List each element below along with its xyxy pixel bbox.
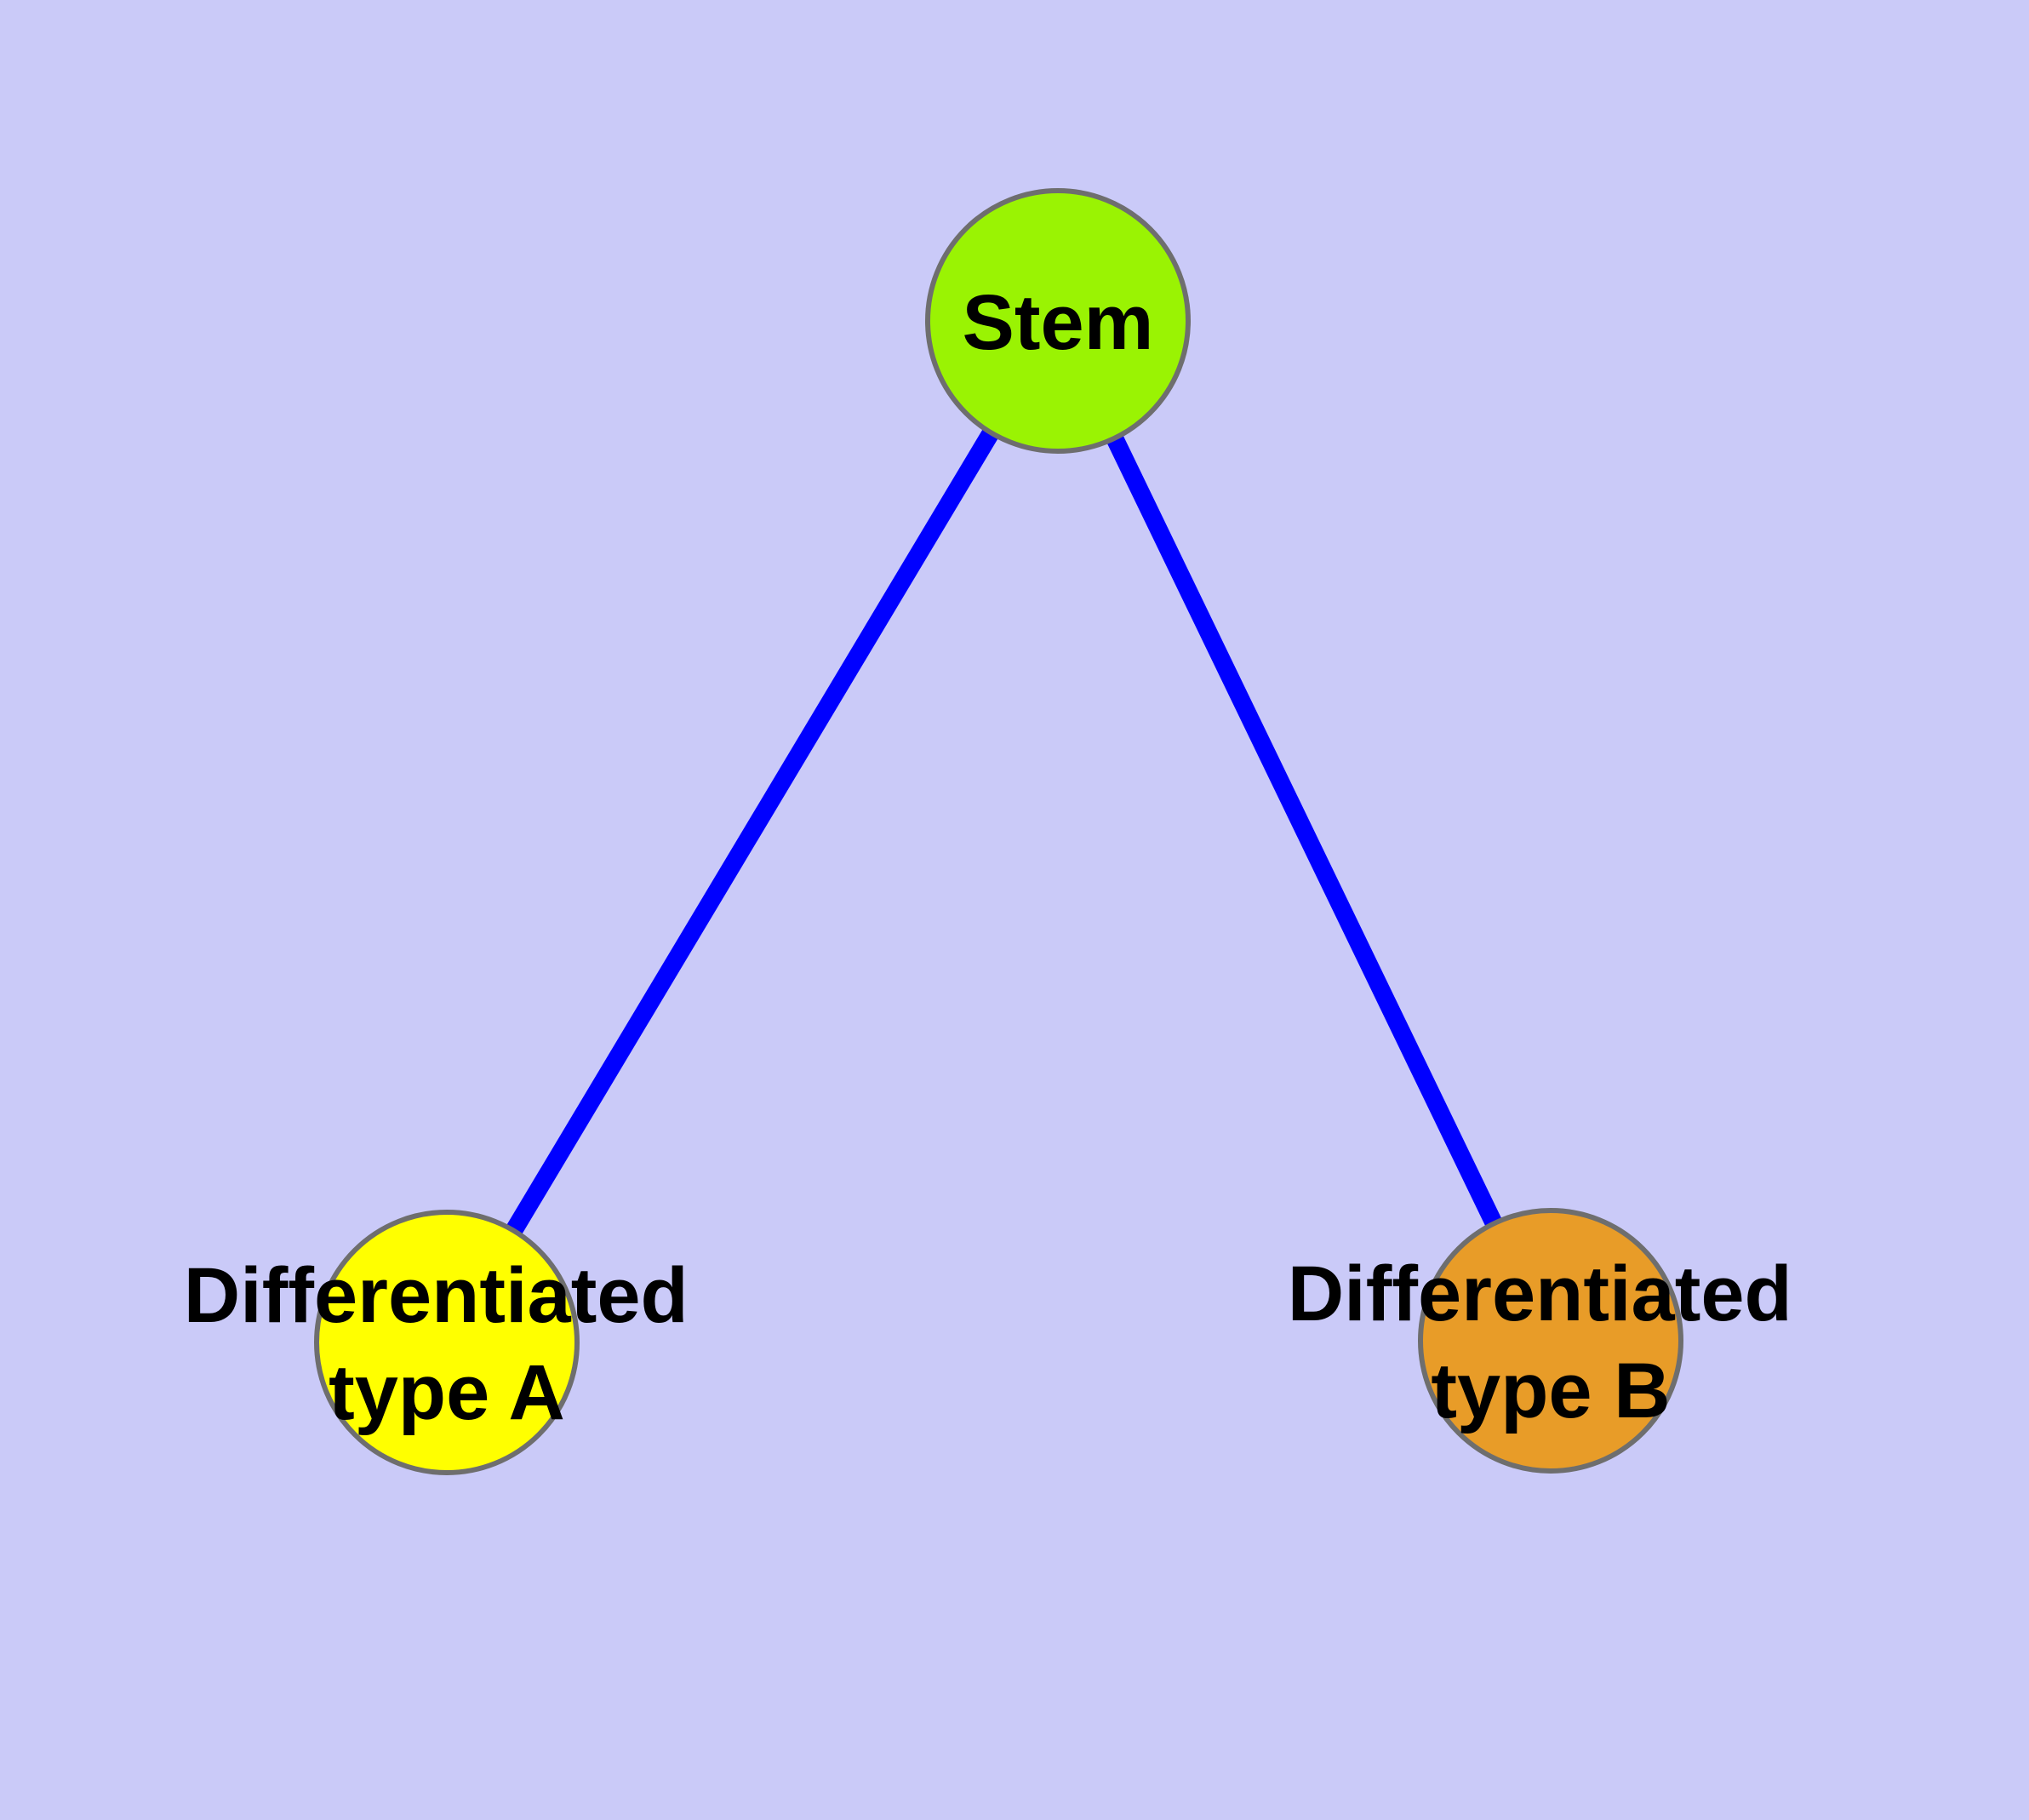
label-line: type B	[1431, 1348, 1670, 1434]
label-line: Differentiated	[1288, 1251, 1792, 1337]
node-type-a-label: Differentiated type A	[184, 1252, 711, 1436]
label-line: Stem	[963, 279, 1154, 366]
node-type-b-circle	[1418, 1208, 1683, 1474]
node-stem-label: Stem	[963, 279, 1154, 366]
edge-stem-to-type-b	[1049, 317, 1559, 1345]
node-type-b-label: Differentiated type B	[1288, 1251, 1815, 1434]
node-type-a-circle	[314, 1210, 580, 1475]
edge-stem-to-type-a	[438, 316, 1066, 1348]
label-line: Differentiated	[184, 1252, 689, 1339]
node-stem-circle	[925, 188, 1191, 454]
label-line: type A	[329, 1349, 565, 1436]
